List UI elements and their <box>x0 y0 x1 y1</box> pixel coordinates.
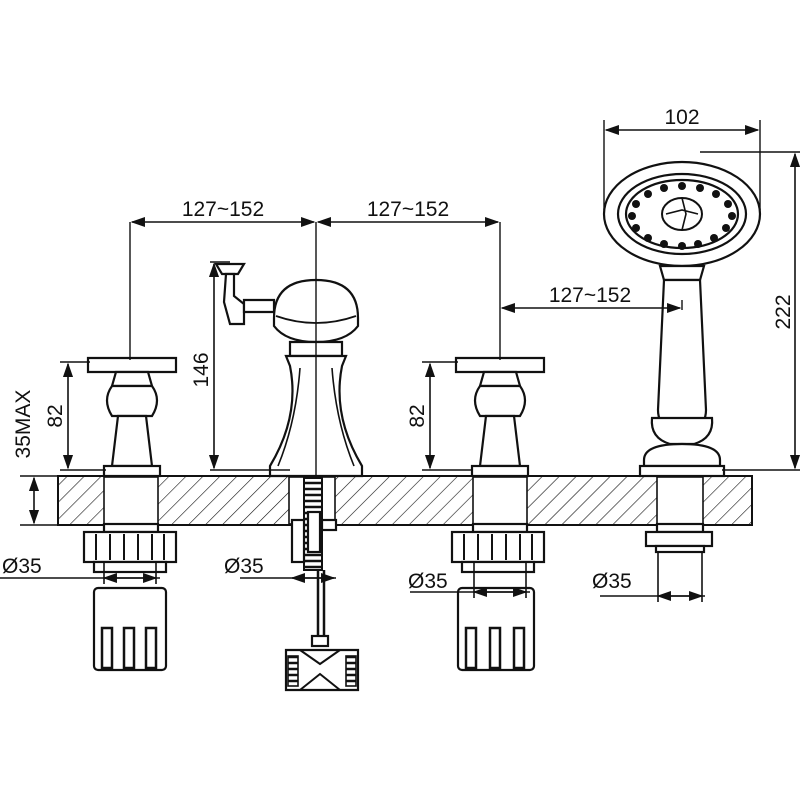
dim-spacing-left: 127~152 <box>182 198 264 221</box>
dim-spacing-center: 127~152 <box>367 198 449 221</box>
dim-hole-1: Ø35 <box>2 555 42 578</box>
center-spout <box>214 262 364 478</box>
dimension-arrows <box>0 124 800 602</box>
center-shaft <box>284 477 360 692</box>
right-valve-handle <box>454 356 546 478</box>
dim-left-valve-height: 82 <box>44 404 67 427</box>
dim-hole-4: Ø35 <box>592 570 632 593</box>
dim-spout-height: 146 <box>190 352 213 387</box>
hand-shower <box>602 160 762 478</box>
extension-lines <box>20 120 800 526</box>
left-valve-body <box>82 522 178 672</box>
dim-hole-2: Ø35 <box>224 555 264 578</box>
left-valve-handle <box>86 356 178 478</box>
deck-section <box>57 475 753 526</box>
dim-right-valve-height: 82 <box>406 404 429 427</box>
dim-shower-height: 222 <box>772 294 795 329</box>
dim-hole-3: Ø35 <box>408 570 448 593</box>
dim-shower-head-width: 102 <box>664 106 699 129</box>
dim-deck-thickness: 35MAX <box>12 390 35 459</box>
dim-spacing-right: 127~152 <box>549 284 631 307</box>
right-valve-body <box>450 522 546 672</box>
hand-shower-base <box>644 522 714 554</box>
